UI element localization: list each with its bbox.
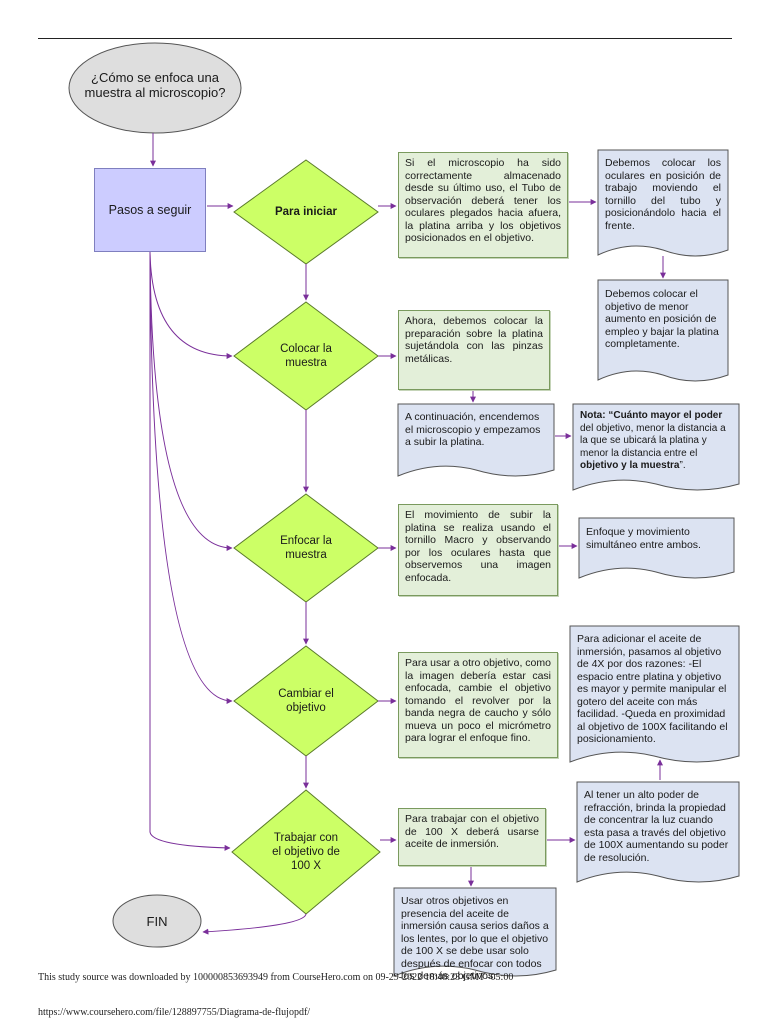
blue-box-encender [397, 403, 555, 477]
green-box-trabajar: Para trabajar con el objetivo de 100 X d… [398, 808, 546, 866]
green-box-enfocar: El movimiento de subir la platina se rea… [398, 504, 558, 596]
start-ellipse [68, 42, 242, 134]
blue-text-objetivo-menor: Debemos colocar el objetivo de menor aum… [605, 288, 719, 350]
blue-box-aceite [569, 625, 740, 763]
note-middle: del objetivo, menor la distancia a la qu… [580, 422, 726, 459]
blue-box-oculares [597, 149, 729, 257]
blue-box-objetivo-menor [597, 279, 729, 382]
diamond-label-enfocar-muestra: Enfocar la muestra [280, 535, 332, 561]
blue-text-encender: A continuación, encendemos el microscopi… [405, 411, 541, 448]
note-bold-1: “Cuánto mayor el poder [608, 410, 723, 421]
diamond-label-colocar-muestra: Colocar la muestra [280, 343, 332, 369]
green-box-iniciar: Si el microscopio ha sido correctamente … [398, 152, 568, 258]
note-end: ”. [679, 460, 686, 471]
steps-box: Pasos a seguir [94, 168, 206, 252]
blue-box-advertencia [393, 887, 557, 977]
blue-text-refraccion: Al tener un alto poder de refracción, br… [584, 789, 729, 864]
green-box-cambiar: Para usar a otro objetivo, como la image… [398, 652, 558, 758]
diamond-label-cambiar-objetivo: Cambiar el objetivo [278, 688, 334, 714]
fin-label: FIN [146, 913, 168, 929]
blue-text-advertencia: Usar otros objetivos en presencia del ac… [401, 895, 549, 982]
top-rule [38, 38, 732, 39]
diamond-label-trabajar-100x: Trabajar con el objetivo de 100 X [272, 832, 340, 872]
blue-text-aceite: Para adicionar el aceite de inmersión, p… [577, 633, 728, 745]
note-bold-2: objetivo y la muestra [580, 460, 680, 471]
diamond-label-para-iniciar: Para iniciar [274, 206, 337, 218]
source-url: https://www.coursehero.com/file/12889775… [38, 1007, 311, 1018]
blue-text-oculares: Debemos colocar los oculares en posición… [605, 157, 721, 232]
blue-text-nota: Nota: “Cuánto mayor el poder del objetiv… [573, 404, 739, 479]
note-label: Nota: [580, 410, 606, 421]
download-notice: This study source was downloaded by 1000… [38, 972, 514, 983]
green-box-colocar: Ahora, debemos colocar la preparación so… [398, 310, 550, 390]
blue-box-refraccion [576, 781, 740, 883]
blue-box-enfoque [578, 517, 735, 579]
start-question: ¿Cómo se enfoca una muestra al microscop… [84, 70, 226, 100]
blue-box-nota [572, 403, 740, 491]
blue-text-enfoque: Enfoque y movimiento simultáneo entre am… [586, 526, 701, 551]
fin-ellipse [112, 894, 202, 948]
